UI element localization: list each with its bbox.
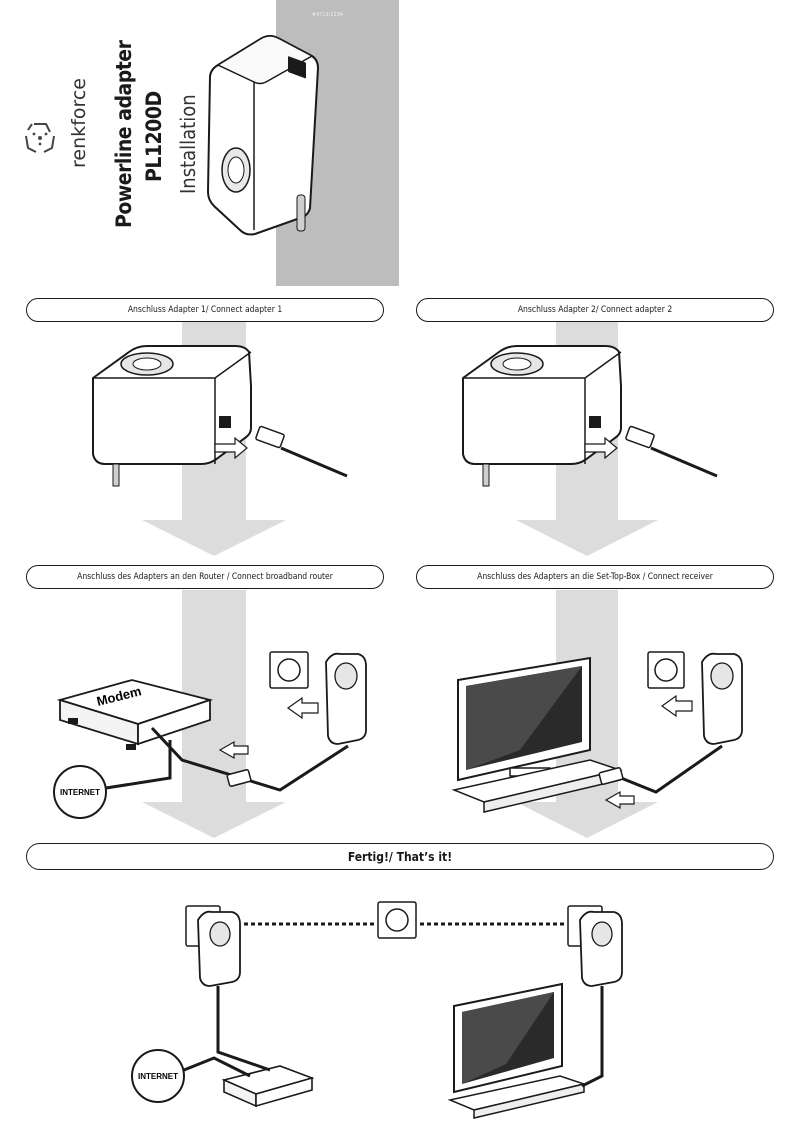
product-code: #4713/1234 (312, 12, 344, 18)
powerline-adapter-icon (325, 652, 367, 745)
wall-socket-icon (377, 901, 417, 939)
step-2-adapter-icon (462, 345, 718, 487)
internet-label: INTERNET (138, 1072, 178, 1081)
push-arrow-icon (218, 740, 249, 760)
step-1-adapter-icon (92, 345, 348, 487)
powerline-adapter-icon (567, 905, 623, 987)
internet-circle: INTERNET (131, 1049, 185, 1103)
cover-adapter-icon (206, 35, 320, 236)
renkforce-logo-icon (25, 123, 55, 153)
push-arrow-icon (286, 696, 319, 720)
step-3-label: Anschluss des Adapters an den Router / C… (26, 565, 384, 589)
step-3-scene: Modem INTERNET (53, 651, 367, 819)
push-arrow-icon (660, 694, 693, 718)
step-2-label: Anschluss Adapter 2/ Connect adapter 2 (416, 298, 774, 322)
wall-socket-icon (269, 651, 309, 689)
final-scene: INTERNET (131, 901, 623, 1119)
step-1-label: Anschluss Adapter 1/ Connect adapter 1 (26, 298, 384, 322)
step-4-label: Anschluss des Adapters an die Set-Top-Bo… (416, 565, 774, 589)
powerline-adapter-icon (185, 905, 241, 987)
push-arrow-icon (604, 790, 635, 810)
final-label: Fertig!/ That’s it! (26, 843, 774, 870)
flow-arrow-3 (142, 590, 286, 838)
wall-socket-icon (647, 651, 685, 689)
tv-icon (451, 656, 623, 813)
tv-icon (447, 982, 587, 1119)
internet-label: INTERNET (60, 788, 100, 797)
push-arrow-icon (584, 436, 618, 460)
step-4-scene (451, 651, 743, 813)
powerline-adapter-icon (701, 652, 743, 745)
modem-icon (221, 1065, 315, 1108)
push-arrow-icon (214, 436, 248, 460)
internet-circle: INTERNET (53, 765, 107, 819)
